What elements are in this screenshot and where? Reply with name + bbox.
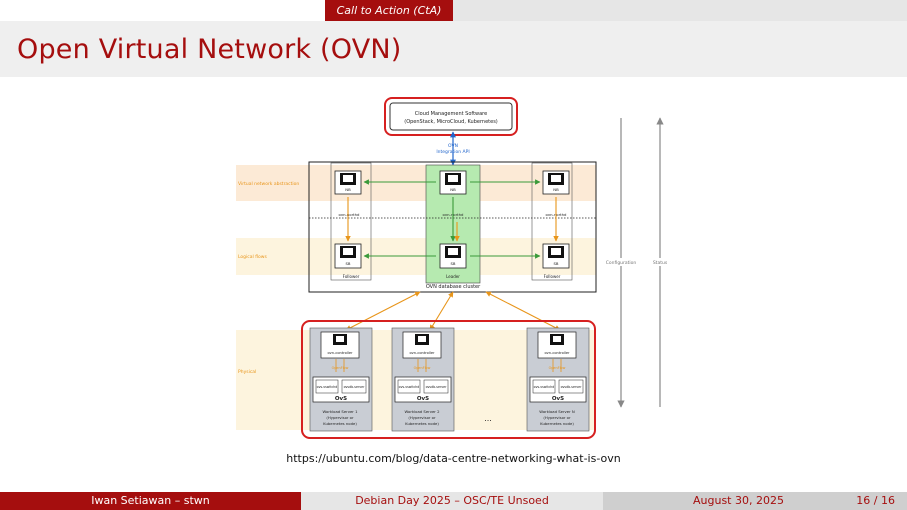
host2-ovs-label: OvS — [417, 396, 429, 402]
sb-leader-db: SB — [439, 243, 467, 269]
host2-sub1: (Hypervisor or — [408, 415, 436, 420]
footer-author: Iwan Setiawan – stwn — [0, 492, 301, 510]
hostn-sub2: Kubernetes node) — [540, 421, 574, 426]
nb-right-db: NB — [542, 170, 570, 195]
host1-sub2: Kubernetes node) — [323, 421, 357, 426]
host1-ovs-label: OvS — [335, 396, 347, 402]
nb-leader-db: NB — [439, 170, 467, 195]
host1-openflow-label: OpenFlow — [332, 366, 349, 370]
configuration-label: Configuration — [606, 260, 637, 266]
cms-title: Cloud Management Software — [415, 111, 487, 117]
host1-controller-label: ovn-controller — [327, 351, 353, 355]
nb-left-db: NB — [334, 170, 362, 195]
row-label-physical: Physical — [238, 369, 256, 375]
hostn-openflow-label: OpenFlow — [549, 366, 566, 370]
sb-to-hostn-arrow — [485, 291, 561, 331]
follower-right-label: Follower — [544, 274, 561, 279]
host2-title: Workload Server 2 — [404, 409, 440, 414]
source-url: https://ubuntu.com/blog/data-centre-netw… — [286, 452, 621, 465]
cms-subtitle: (OpenStack, MicroCloud, Kubernetes) — [404, 119, 498, 125]
follower-right-column — [531, 162, 573, 281]
host2-ovsdb-label: ovsdb-server — [426, 385, 447, 389]
leader-label: Leader — [446, 274, 460, 279]
sb-to-host2-arrow — [429, 291, 454, 331]
host1-vswitchd-label: ovs-vswitchd — [317, 385, 338, 389]
api-label: OVN — [448, 143, 458, 149]
title-bar: Open Virtual Network (OVN) — [0, 21, 907, 77]
sb-right-label: SB — [553, 261, 558, 266]
workload-server-2: ovn-controller OpenFlow ovs-vswitchd ovs… — [391, 327, 455, 432]
workload-server-1: ovn-controller OpenFlow ovs-vswitchd ovs… — [309, 327, 373, 432]
footer: Iwan Setiawan – stwn Debian Day 2025 – O… — [0, 492, 907, 510]
sb-left-db: SB — [334, 243, 362, 269]
host1-ovsdb-label: ovsdb-server — [344, 385, 365, 389]
nb-left-label: NB — [345, 187, 351, 192]
northd-label-left: ovn-northd — [339, 212, 361, 217]
nb-leader-label: NB — [450, 187, 456, 192]
hostn-vswitchd-label: ovs-vswitchd — [534, 385, 555, 389]
hostn-controller-label: ovn-controller — [544, 351, 570, 355]
host2-controller-label: ovn-controller — [409, 351, 435, 355]
workload-server-n: ovn-controller OpenFlow ovs-vswitchd ovs… — [526, 327, 590, 432]
section-label: Call to Action (CtA) — [325, 0, 453, 21]
hosts-ellipsis: ... — [484, 414, 492, 423]
api-sublabel: Integration API — [436, 149, 469, 155]
footer-date: August 30, 2025 — [693, 494, 784, 507]
host1-title: Workload Server 1 — [322, 409, 358, 414]
row-label-virtual: Virtual network abstraction — [238, 181, 299, 187]
slide-title: Open Virtual Network (OVN) — [17, 34, 402, 65]
footer-event: Debian Day 2025 – OSC/TE Unsoed — [301, 492, 603, 510]
host2-vswitchd-label: ovs-vswitchd — [399, 385, 420, 389]
follower-left-label: Follower — [343, 274, 360, 279]
hostn-title: Workload Server N — [539, 409, 575, 414]
hostn-sub1: (Hypervisor or — [543, 415, 571, 420]
cms-box — [389, 102, 513, 131]
hosts-highlight — [301, 320, 596, 439]
sb-leader-label: SB — [450, 261, 455, 266]
row-label-logical: Logical flows — [238, 254, 267, 260]
host2-sub2: Kubernetes node) — [405, 421, 439, 426]
follower-left-column — [330, 162, 372, 281]
host1-sub1: (Hypervisor or — [326, 415, 354, 420]
footer-page-number: 16 / 16 — [856, 494, 895, 507]
top-bar: Call to Action (CtA) — [0, 0, 907, 21]
host2-openflow-label: OpenFlow — [414, 366, 431, 370]
hostn-ovs-label: OvS — [552, 396, 564, 402]
sb-left-label: SB — [345, 261, 350, 266]
status-label: Status — [653, 260, 668, 266]
nb-right-label: NB — [553, 187, 559, 192]
sb-right-db: SB — [542, 243, 570, 269]
sb-to-host1-arrow — [345, 291, 421, 331]
cluster-label: OVN database cluster — [426, 284, 481, 290]
hostn-ovsdb-label: ovsdb-server — [561, 385, 582, 389]
